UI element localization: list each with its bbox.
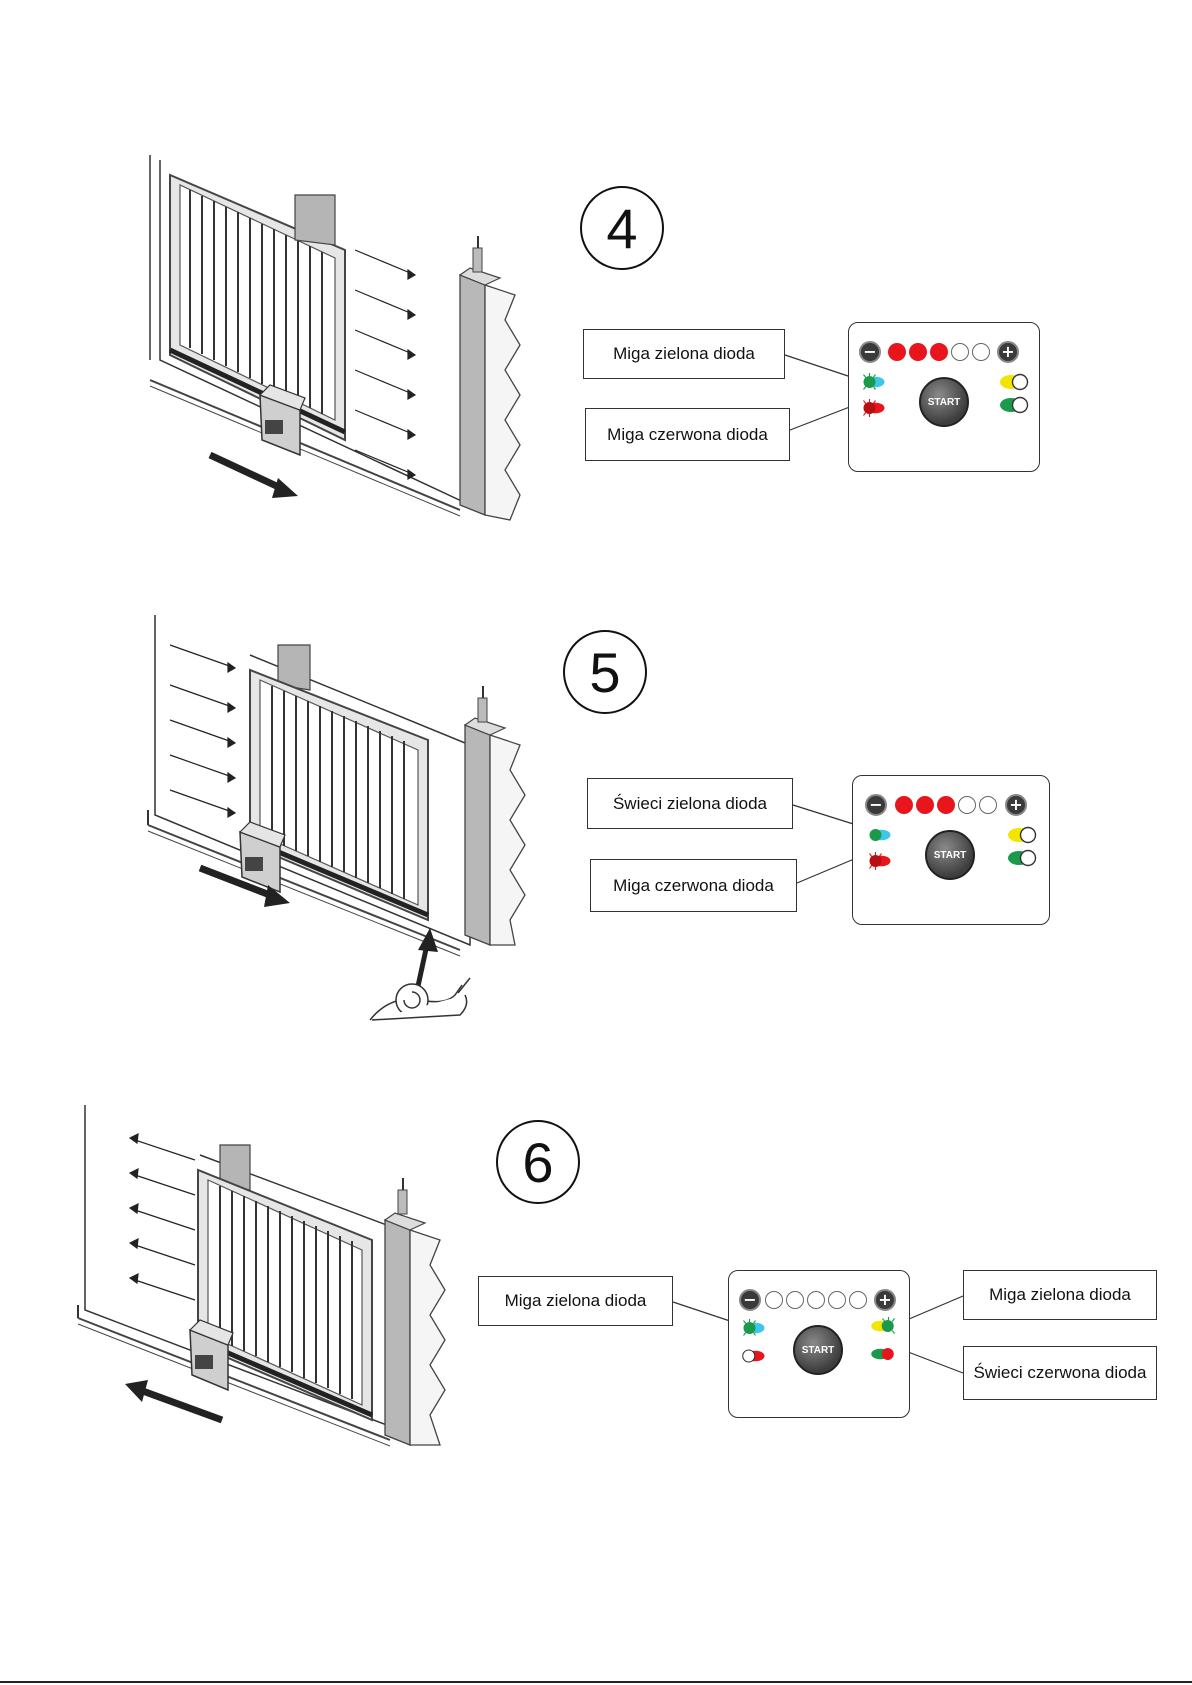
progress-led [895,796,913,814]
plus-button[interactable]: + [874,1289,896,1311]
start-label: START [802,1345,835,1356]
progress-led [849,1291,867,1309]
step-number-circle: 5 [563,630,647,714]
minus-button[interactable]: − [859,341,881,363]
pillar [385,1178,445,1445]
progress-led [828,1291,846,1309]
progress-led [786,1291,804,1309]
gate-illustration-step-5 [0,600,560,1040]
start-label: START [928,397,961,408]
plus-button[interactable]: + [997,341,1019,363]
step-5: 5 Świeci zielona dioda Miga czerwona dio… [0,600,1192,1040]
progress-led [979,796,997,814]
green-led [1007,849,1041,867]
page-bottom-rule [0,1681,1192,1683]
callout-left-top: Miga zielona dioda [583,329,785,379]
step-number-circle: 4 [580,186,664,270]
callout-text: Miga czerwona dioda [613,876,774,896]
start-button[interactable]: START [793,1325,843,1375]
step-number: 5 [589,640,620,705]
callout-right-bottom: Świeci czerwona dioda [963,1346,1157,1400]
callout-text: Miga zielona dioda [613,344,755,364]
progress-led [937,796,955,814]
progress-led [916,796,934,814]
callout-left-bottom: Miga czerwona dioda [585,408,790,461]
red-led-on [867,1345,901,1363]
start-button[interactable]: START [919,377,969,427]
green-led-blinking [857,373,891,391]
plus-button[interactable]: + [1005,794,1027,816]
red-led-blinking [857,399,891,417]
step-number: 6 [522,1130,553,1195]
callout-left-top: Świeci zielona dioda [587,778,793,829]
direction-arrow [210,455,298,498]
callout-text: Miga czerwona dioda [607,425,768,445]
minus-button[interactable]: − [739,1289,761,1311]
step-number-circle: 6 [496,1120,580,1204]
green-led [999,396,1033,414]
red-led-blinking [863,852,897,870]
yellow-led [1007,826,1041,844]
progress-led [807,1291,825,1309]
progress-led [958,796,976,814]
start-button[interactable]: START [925,830,975,880]
step-number: 4 [606,196,637,261]
progress-led [909,343,927,361]
progress-led [930,343,948,361]
step-4: 4 Miga zielona dioda Miga czerwona dioda… [0,0,1192,540]
callout-left-top: Miga zielona dioda [478,1276,673,1326]
progress-led [951,343,969,361]
step-6: 6 Miga zielona dioda Miga zielona dioda … [0,1090,1192,1490]
control-panel: − + START [848,322,1040,472]
motor-unit [260,385,305,455]
control-panel: − + START [728,1270,910,1418]
callout-right-top: Miga zielona dioda [963,1270,1157,1320]
gate-illustration-step-6 [0,1090,480,1490]
progress-led [765,1291,783,1309]
direction-arrow [125,1380,222,1420]
yellow-green-led-blinking [867,1317,901,1335]
callout-text: Miga zielona dioda [505,1291,647,1311]
yellow-led [999,373,1033,391]
start-label: START [934,850,967,861]
callout-text: Świeci zielona dioda [613,794,767,814]
green-led-on [863,826,897,844]
red-led-off [737,1347,771,1365]
pillar [460,236,520,520]
control-panel: − + START [852,775,1050,925]
green-led-blinking [737,1319,771,1337]
minus-button[interactable]: − [865,794,887,816]
callout-left-bottom: Miga czerwona dioda [590,859,797,912]
motor-unit [240,822,285,892]
progress-led [972,343,990,361]
motor-unit [190,1320,233,1390]
pillar [465,686,525,945]
progress-led [888,343,906,361]
callout-text: Miga zielona dioda [989,1285,1131,1305]
callout-text: Świeci czerwona dioda [974,1363,1147,1383]
gate-illustration-step-4 [0,0,560,540]
